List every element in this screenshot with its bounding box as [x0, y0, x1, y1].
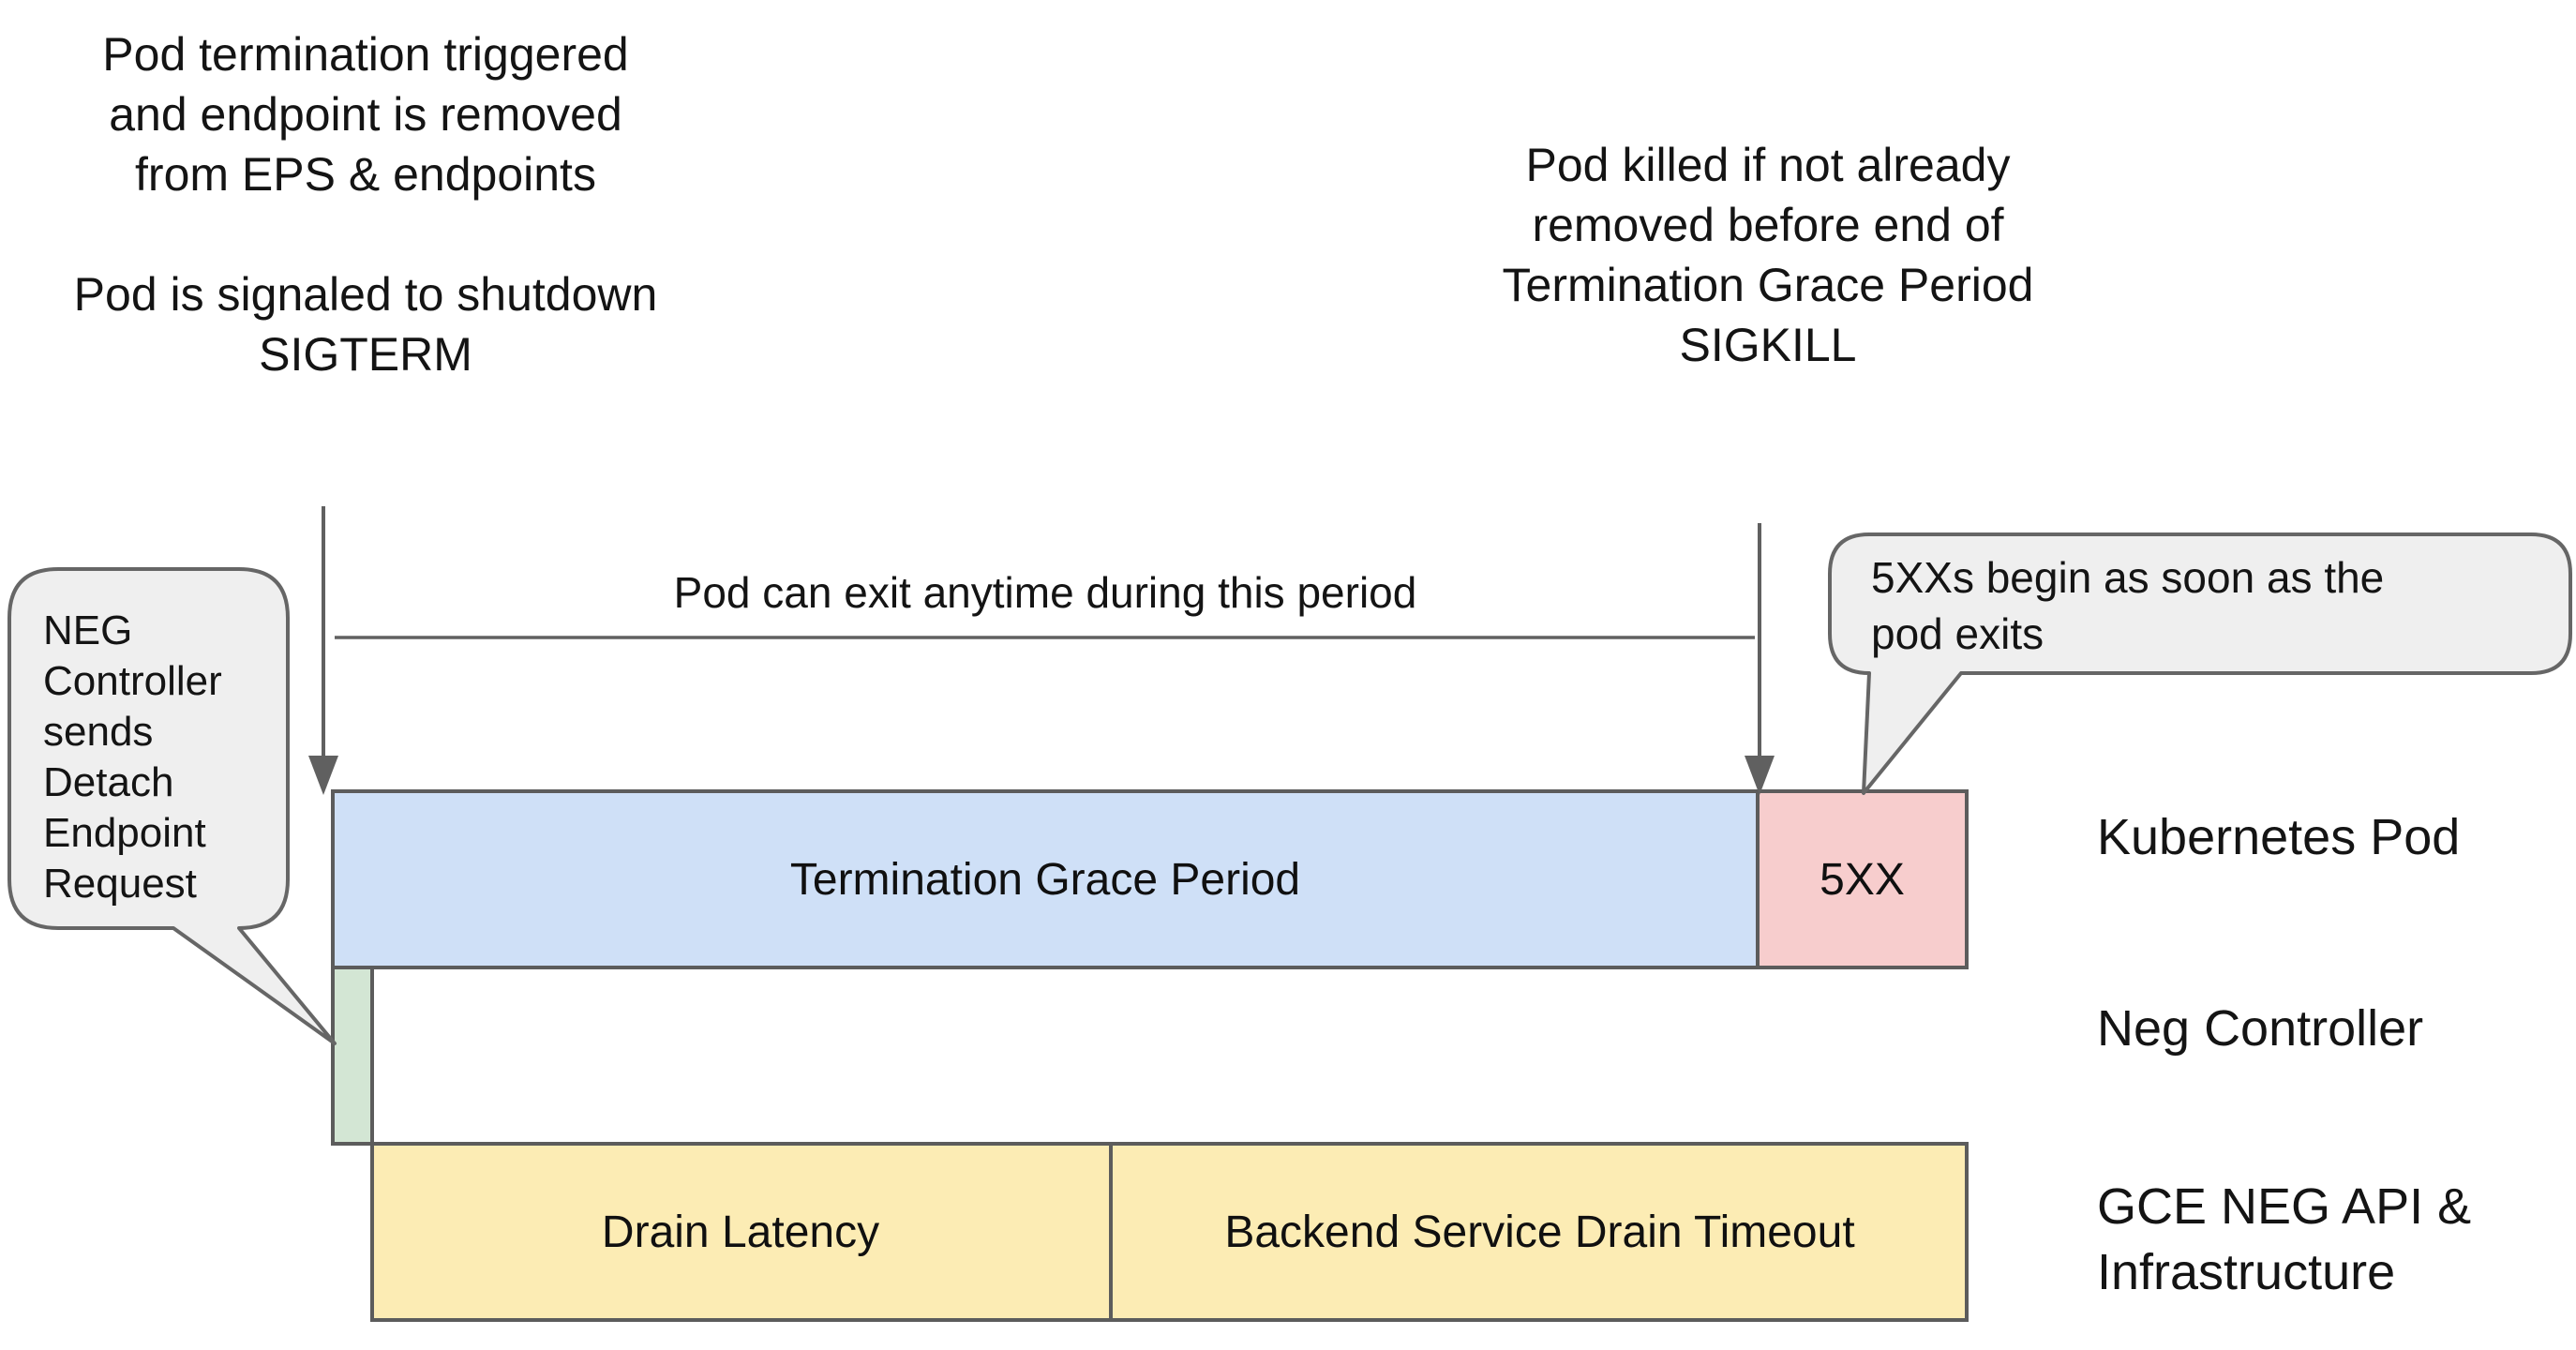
note-pod-termination: Pod termination triggered and endpoint i… [37, 24, 694, 384]
callout-line: Controller [43, 658, 222, 704]
exit-period-caption: Pod can exit anytime during this period [673, 568, 1417, 617]
note-line: from EPS & endpoints [135, 148, 596, 201]
bar-neg-detach [331, 966, 374, 1146]
row-label-kubernetes-pod: Kubernetes Pod [2097, 809, 2461, 865]
right-callout-text: 5XXs begin as soon as the pod exits [1871, 549, 2384, 662]
row-label-gce-line2: Infrastructure [2097, 1244, 2396, 1300]
bar-drain-latency-label: Drain Latency [601, 1207, 880, 1257]
callout-line: pod exits [1871, 609, 2044, 658]
row-label-neg-controller: Neg Controller [2097, 1000, 2424, 1057]
bar-drain-latency: Drain Latency [372, 1146, 1109, 1318]
bar-5xx-label: 5XX [1820, 854, 1905, 905]
note-line: SIGKILL [1679, 319, 1857, 371]
note-line: Pod termination triggered [102, 28, 629, 81]
note-line: Termination Grace Period [1502, 259, 2034, 311]
bar-5xx: 5XX [1756, 789, 1969, 969]
callout-line: 5XXs begin as soon as the [1871, 553, 2385, 602]
callout-line: Endpoint [43, 810, 206, 856]
bar-backend-service-drain-timeout-label: Backend Service Drain Timeout [1224, 1207, 1855, 1257]
callout-line: NEG [43, 608, 133, 653]
left-callout-text: NEG Controller sends Detach Endpoint Req… [43, 606, 222, 909]
bar-backend-service-drain-timeout: Backend Service Drain Timeout [1109, 1146, 1967, 1318]
note-pod-killed: Pod killed if not already removed before… [1440, 135, 2096, 375]
note-line: Pod is signaled to shutdown [73, 268, 658, 321]
sigkill-arrow [1745, 523, 1775, 795]
note-line: SIGTERM [259, 328, 472, 381]
note-line: and endpoint is removed [109, 88, 622, 141]
row-label-gce-neg-api: GCE NEG API & Infrastructure [2097, 1174, 2471, 1305]
callout-line: sends [43, 709, 154, 755]
note-line: removed before end of [1532, 199, 2004, 251]
bar-termination-grace-period-label: Termination Grace Period [789, 854, 1301, 905]
note-line [37, 204, 694, 264]
row-label-gce-line1: GCE NEG API & [2097, 1178, 2472, 1235]
callout-line: Request [43, 861, 197, 907]
note-line: Pod killed if not already [1525, 139, 2011, 191]
bar-termination-grace-period: Termination Grace Period [331, 789, 1760, 969]
sigterm-arrow [308, 506, 338, 795]
bar-gce-drain: Drain Latency Backend Service Drain Time… [370, 1142, 1969, 1322]
callout-line: Detach [43, 759, 174, 805]
